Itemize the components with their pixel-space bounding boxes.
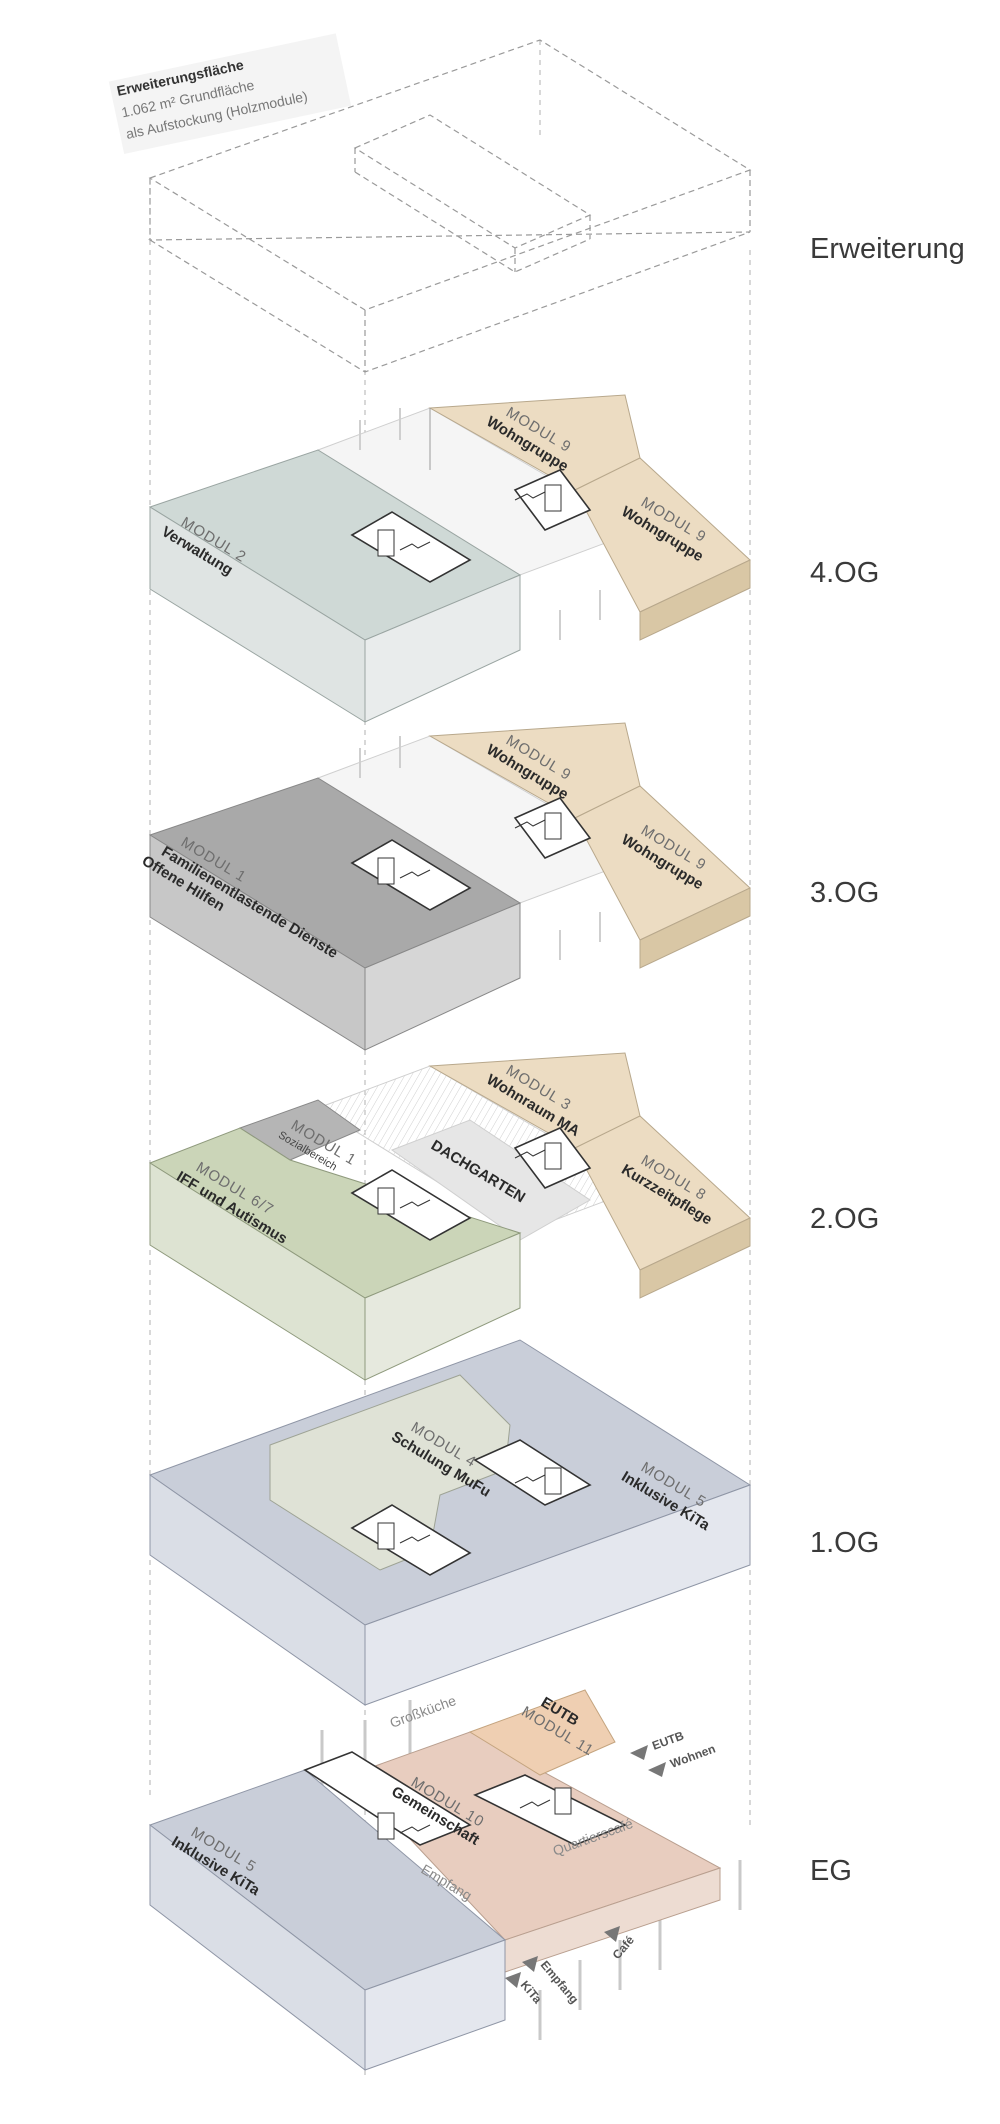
entrance-arrow-eutb <box>630 1745 648 1760</box>
og2-dachgarten-area <box>390 1119 591 1241</box>
extension-note: Erweiterungsfläche 1.062 m² Grundfläche … <box>108 33 352 154</box>
eg-core-right <box>473 1774 627 1846</box>
floor-2og <box>148 1052 751 1381</box>
floor-1og <box>148 1339 752 1706</box>
eg-entrance-eutb: EUTB <box>650 1728 686 1752</box>
entrance-arrow-empfang <box>522 1956 538 1972</box>
floor-label-eg: EG <box>810 1855 852 1887</box>
floor-label-3og: 3.OG <box>810 877 879 909</box>
eg-module11-block <box>468 1689 616 1776</box>
extension-wireframe <box>147 39 752 373</box>
eg-entrance-empfang: Empfang <box>538 1958 582 2006</box>
entrance-arrow-cafe <box>604 1926 620 1942</box>
floor-4og <box>148 394 751 723</box>
eg-entrance-wohnen: Wohnen <box>668 1742 717 1771</box>
floor-3og <box>148 722 751 1051</box>
floor-label-4og: 4.OG <box>810 557 879 589</box>
entrance-arrow-wohnen <box>648 1762 666 1777</box>
floor-label-2og: 2.OG <box>810 1203 879 1235</box>
eg-room-grosskueche: Großküche <box>388 1692 459 1731</box>
og1-module4-block <box>269 1374 511 1571</box>
floor-label-1og: 1.OG <box>810 1527 879 1559</box>
floor-label-erweiterung: Erweiterung <box>810 233 965 265</box>
entrance-arrow-kita <box>505 1972 521 1988</box>
floor-eg <box>148 1689 742 2072</box>
